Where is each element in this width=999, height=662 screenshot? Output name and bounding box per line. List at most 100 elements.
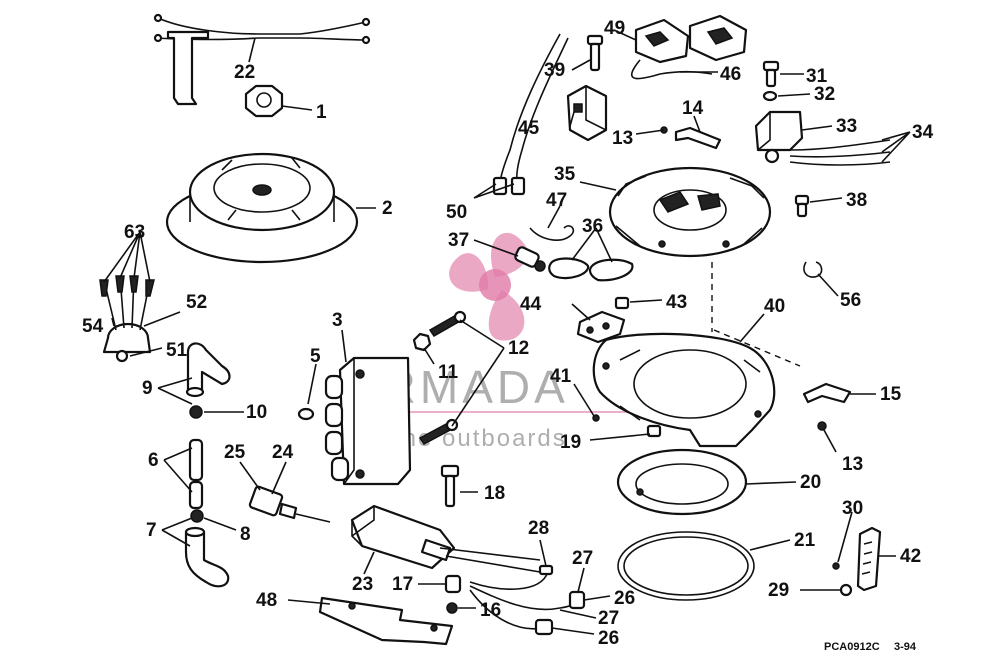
part-27-lead (469, 585, 586, 636)
part-20-ring (616, 448, 748, 516)
part-25-connector (248, 485, 331, 523)
callout-32: 32 (814, 84, 835, 105)
callout-15: 15 (880, 384, 902, 405)
callout-38: 38 (846, 190, 867, 211)
part-38-screw (794, 194, 810, 218)
part-13-screw-b (817, 421, 827, 431)
callout-35: 35 (554, 164, 576, 185)
callout-37: 37 (448, 230, 469, 251)
callout-26b: 26 (598, 628, 619, 649)
callout-30: 30 (842, 498, 863, 519)
callout-42: 42 (900, 546, 921, 567)
callout-56: 56 (840, 290, 861, 311)
part-17-spacer (444, 574, 462, 594)
callout-22: 22 (234, 62, 255, 83)
part-37-plug (514, 246, 546, 272)
alignment-lines (711, 262, 801, 367)
callout-33: 33 (836, 116, 857, 137)
part-19-screw (646, 424, 662, 438)
callout-10: 10 (246, 402, 267, 423)
part-36-sleeves (548, 257, 634, 282)
part-32-washer (762, 90, 778, 102)
propeller-logo (449, 232, 528, 341)
callout-27a: 27 (572, 548, 593, 569)
part-47-clip (529, 225, 575, 241)
callout-13a: 13 (612, 128, 633, 149)
callout-24: 24 (272, 442, 294, 463)
part-56-clip (803, 261, 823, 278)
callout-19: 19 (560, 432, 581, 453)
callout-12: 12 (508, 338, 529, 359)
callout-28: 28 (528, 518, 549, 539)
callout-47: 47 (546, 190, 567, 211)
part-15-cover (802, 382, 852, 404)
callout-34: 34 (912, 122, 934, 143)
part-48-bracket (318, 596, 454, 646)
callout-17: 17 (392, 574, 413, 595)
callout-43: 43 (666, 292, 687, 313)
callout-50: 50 (446, 202, 467, 223)
callout-18: 18 (484, 483, 505, 504)
callout-23: 23 (352, 574, 373, 595)
part-43-screw (614, 296, 630, 310)
callout-54: 54 (82, 316, 104, 337)
part-52-rectifier (99, 275, 155, 363)
part-41-screw (592, 414, 600, 422)
callout-39: 39 (544, 60, 565, 81)
part-3-coil-pack (324, 356, 412, 486)
callout-13b: 13 (842, 454, 863, 475)
callout-52: 52 (186, 292, 207, 313)
callout-14: 14 (682, 98, 704, 119)
callout-41: 41 (550, 366, 572, 387)
callout-8: 8 (240, 524, 251, 545)
callout-11: 11 (438, 362, 459, 383)
callout-labels: 1 2 22 63 54 52 51 9 10 6 7 8 3 5 11 12 … (82, 18, 934, 649)
reference-date: 3-94 (894, 641, 917, 653)
callout-2: 2 (382, 198, 393, 219)
callout-26a: 26 (614, 588, 635, 609)
part-21-snap-ring (617, 531, 755, 601)
leader-lines (103, 29, 911, 635)
part-2-flywheel (165, 152, 359, 264)
callout-29: 29 (768, 580, 789, 601)
callout-44: 44 (520, 294, 542, 315)
part-29-screw (839, 583, 853, 597)
part-40-base-plate (592, 332, 776, 448)
part-22-harness (153, 13, 371, 106)
part-28-lead (469, 564, 554, 590)
part-33-switch (754, 110, 804, 164)
part-30-screw (832, 562, 840, 570)
callout-1: 1 (316, 102, 327, 123)
part-1-nut (244, 84, 284, 118)
callout-49: 49 (604, 18, 625, 39)
part-14-clip (660, 126, 722, 150)
part-7-hose (184, 526, 230, 588)
part-35-stator (608, 166, 772, 258)
callout-5: 5 (310, 346, 321, 367)
part-16-nut (446, 602, 458, 614)
part-11-nut (412, 332, 432, 352)
part-49-sensor-block (634, 14, 748, 64)
part-12-screws (418, 310, 467, 445)
part-8-clamp (190, 509, 204, 523)
part-9-hose (185, 342, 231, 398)
callout-46: 46 (720, 64, 741, 85)
part-5-washer (297, 407, 315, 421)
callout-6: 6 (148, 450, 159, 471)
callout-48: 48 (256, 590, 277, 611)
callout-51: 51 (166, 340, 188, 361)
part-6-tubes (188, 438, 204, 510)
reference-code: PCA0912C (824, 641, 880, 653)
part-34-leads (789, 139, 891, 166)
part-39-screw (586, 34, 604, 72)
part-18-bolt (440, 464, 460, 508)
callout-7: 7 (146, 520, 157, 541)
part-31-screw (762, 60, 780, 88)
callout-31: 31 (806, 66, 828, 87)
part-10-clamp (189, 405, 203, 419)
part-23-power-pack (350, 504, 541, 573)
callout-63: 63 (124, 222, 145, 243)
callout-3: 3 (332, 310, 343, 331)
callout-40: 40 (764, 296, 785, 317)
